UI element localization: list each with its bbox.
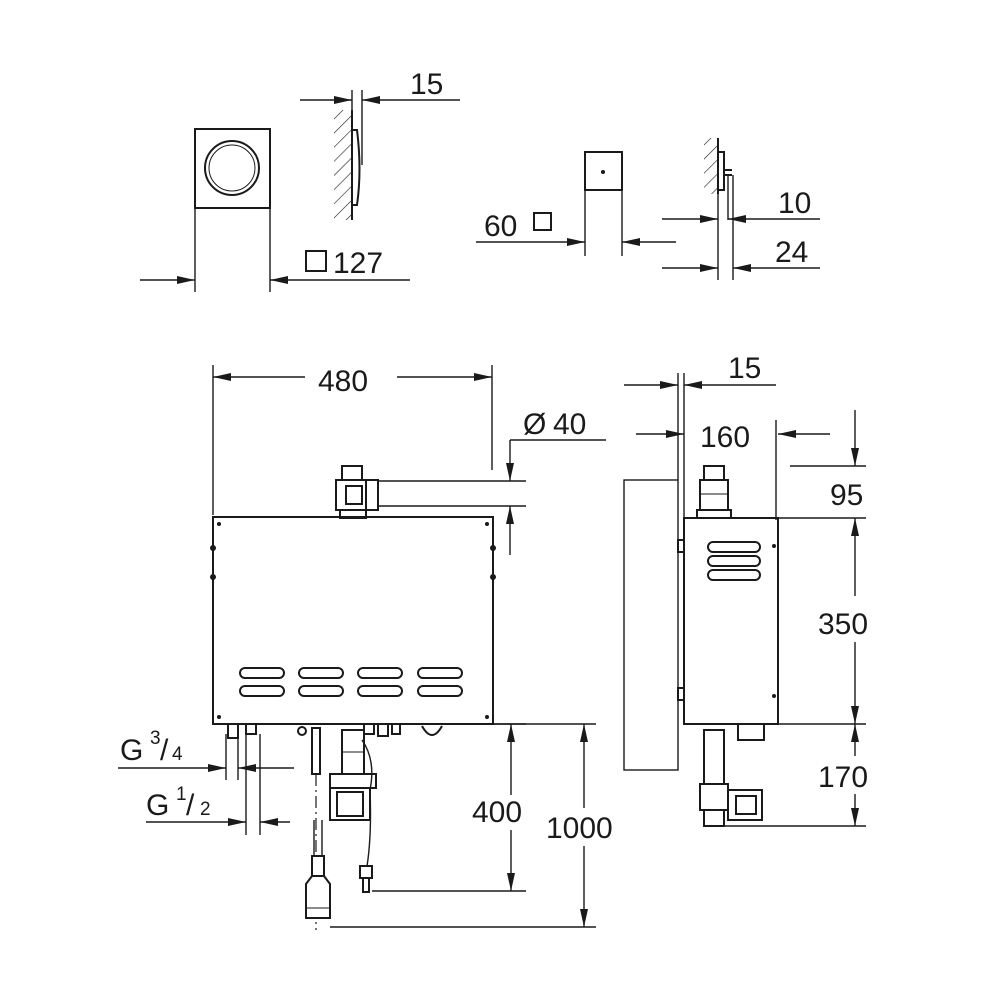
dim-bottom-clearance: 170 (818, 761, 868, 794)
sensor-side-view: 10 24 (662, 138, 820, 280)
dim-sensor-square: 60 (484, 210, 517, 243)
dim-sensor-front: 10 (778, 187, 811, 220)
control-panel-side-view: 15 (300, 68, 460, 220)
dim-top-clearance: 95 (830, 479, 863, 512)
dim-generator-width: 480 (318, 365, 368, 398)
pipe-g34-slash: / (160, 734, 169, 767)
dim-side-wall-gap: 15 (728, 352, 761, 385)
square-symbol-icon (305, 250, 327, 272)
dim-diameter-symbol: Ø (523, 408, 546, 441)
dim-side-depth: 160 (700, 421, 750, 454)
sensor-front-view: 60 (476, 151, 676, 256)
dim-total-height: 1000 (546, 812, 613, 845)
dim-body-height: 350 (818, 608, 868, 641)
pipe-g12-label: G (146, 789, 169, 822)
control-panel-front-view: 127 (140, 128, 410, 292)
dim-connection-height: 400 (472, 796, 522, 829)
generator-side-view: 15 160 95 (623, 352, 868, 827)
square-symbol-icon (533, 212, 552, 231)
dim-panel-square: 127 (333, 247, 383, 280)
pipe-g12-sub: 2 (200, 799, 211, 820)
dim-steam-outlet: 40 (553, 408, 586, 441)
dim-panel-depth: 15 (410, 68, 443, 101)
pipe-g34-sup: 3 (150, 728, 161, 749)
dim-sensor-total: 24 (775, 236, 808, 269)
pipe-g34-sub: 4 (172, 744, 183, 765)
pipe-g12-slash: / (186, 789, 195, 822)
pipe-g12-sup: 1 (176, 784, 187, 805)
vent-slots (239, 667, 463, 697)
pipe-g34-label: G (120, 734, 143, 767)
generator-front-view: 480 Ø 40 (118, 365, 613, 930)
